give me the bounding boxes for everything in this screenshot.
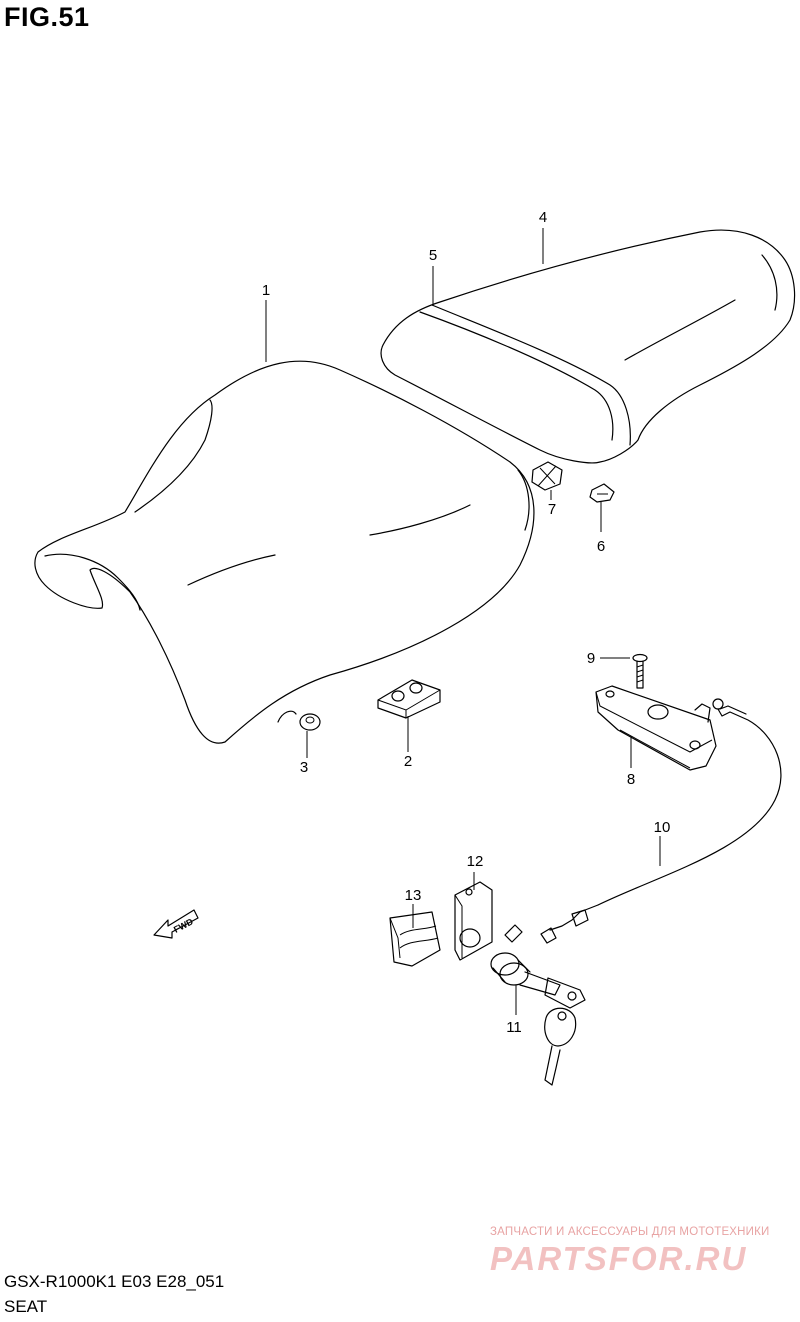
screw-part[interactable] xyxy=(632,653,648,689)
rear-seat[interactable] xyxy=(380,229,796,464)
seat-lock-set[interactable] xyxy=(490,924,586,1086)
callout-3: 3 xyxy=(300,759,308,776)
callout-numbers: 1 2 3 4 5 6 7 8 9 10 11 12 13 xyxy=(262,209,671,1036)
callout-4: 4 xyxy=(539,209,547,226)
callout-11: 11 xyxy=(506,1019,522,1036)
forward-direction-arrow: FWD xyxy=(153,909,199,939)
seat-lock-cable[interactable] xyxy=(540,698,782,944)
watermark-brand: PARTSFOR.RU xyxy=(490,1240,748,1277)
section-name: SEAT xyxy=(4,1297,48,1316)
callout-1: 1 xyxy=(262,282,270,299)
clip-part[interactable] xyxy=(531,461,563,491)
clamp-part[interactable] xyxy=(389,911,441,967)
callout-9: 9 xyxy=(587,650,595,667)
callout-5: 5 xyxy=(429,247,437,264)
callout-12: 12 xyxy=(467,853,484,870)
bracket-part[interactable] xyxy=(377,679,441,719)
cushion-part-3[interactable] xyxy=(277,710,321,731)
holder-plate[interactable] xyxy=(454,881,493,961)
fwd-label: FWD xyxy=(172,916,195,935)
front-seat[interactable] xyxy=(34,360,535,744)
callout-2: 2 xyxy=(404,753,412,770)
callout-13: 13 xyxy=(405,887,422,904)
figure-title: FIG.51 xyxy=(4,2,90,32)
callout-6: 6 xyxy=(597,538,605,555)
callout-8: 8 xyxy=(627,771,635,788)
leader-lines xyxy=(265,228,661,1015)
model-code: GSX-R1000K1 E03 E28_051 xyxy=(4,1272,225,1291)
seat-lock[interactable] xyxy=(595,685,717,771)
watermark-tagline: ЗАПЧАСТИ И АКСЕССУАРЫ ДЛЯ МОТОТЕХНИКИ xyxy=(490,1226,770,1238)
cushion-part[interactable] xyxy=(589,483,615,503)
callout-7: 7 xyxy=(548,501,556,518)
callout-10: 10 xyxy=(654,819,671,836)
